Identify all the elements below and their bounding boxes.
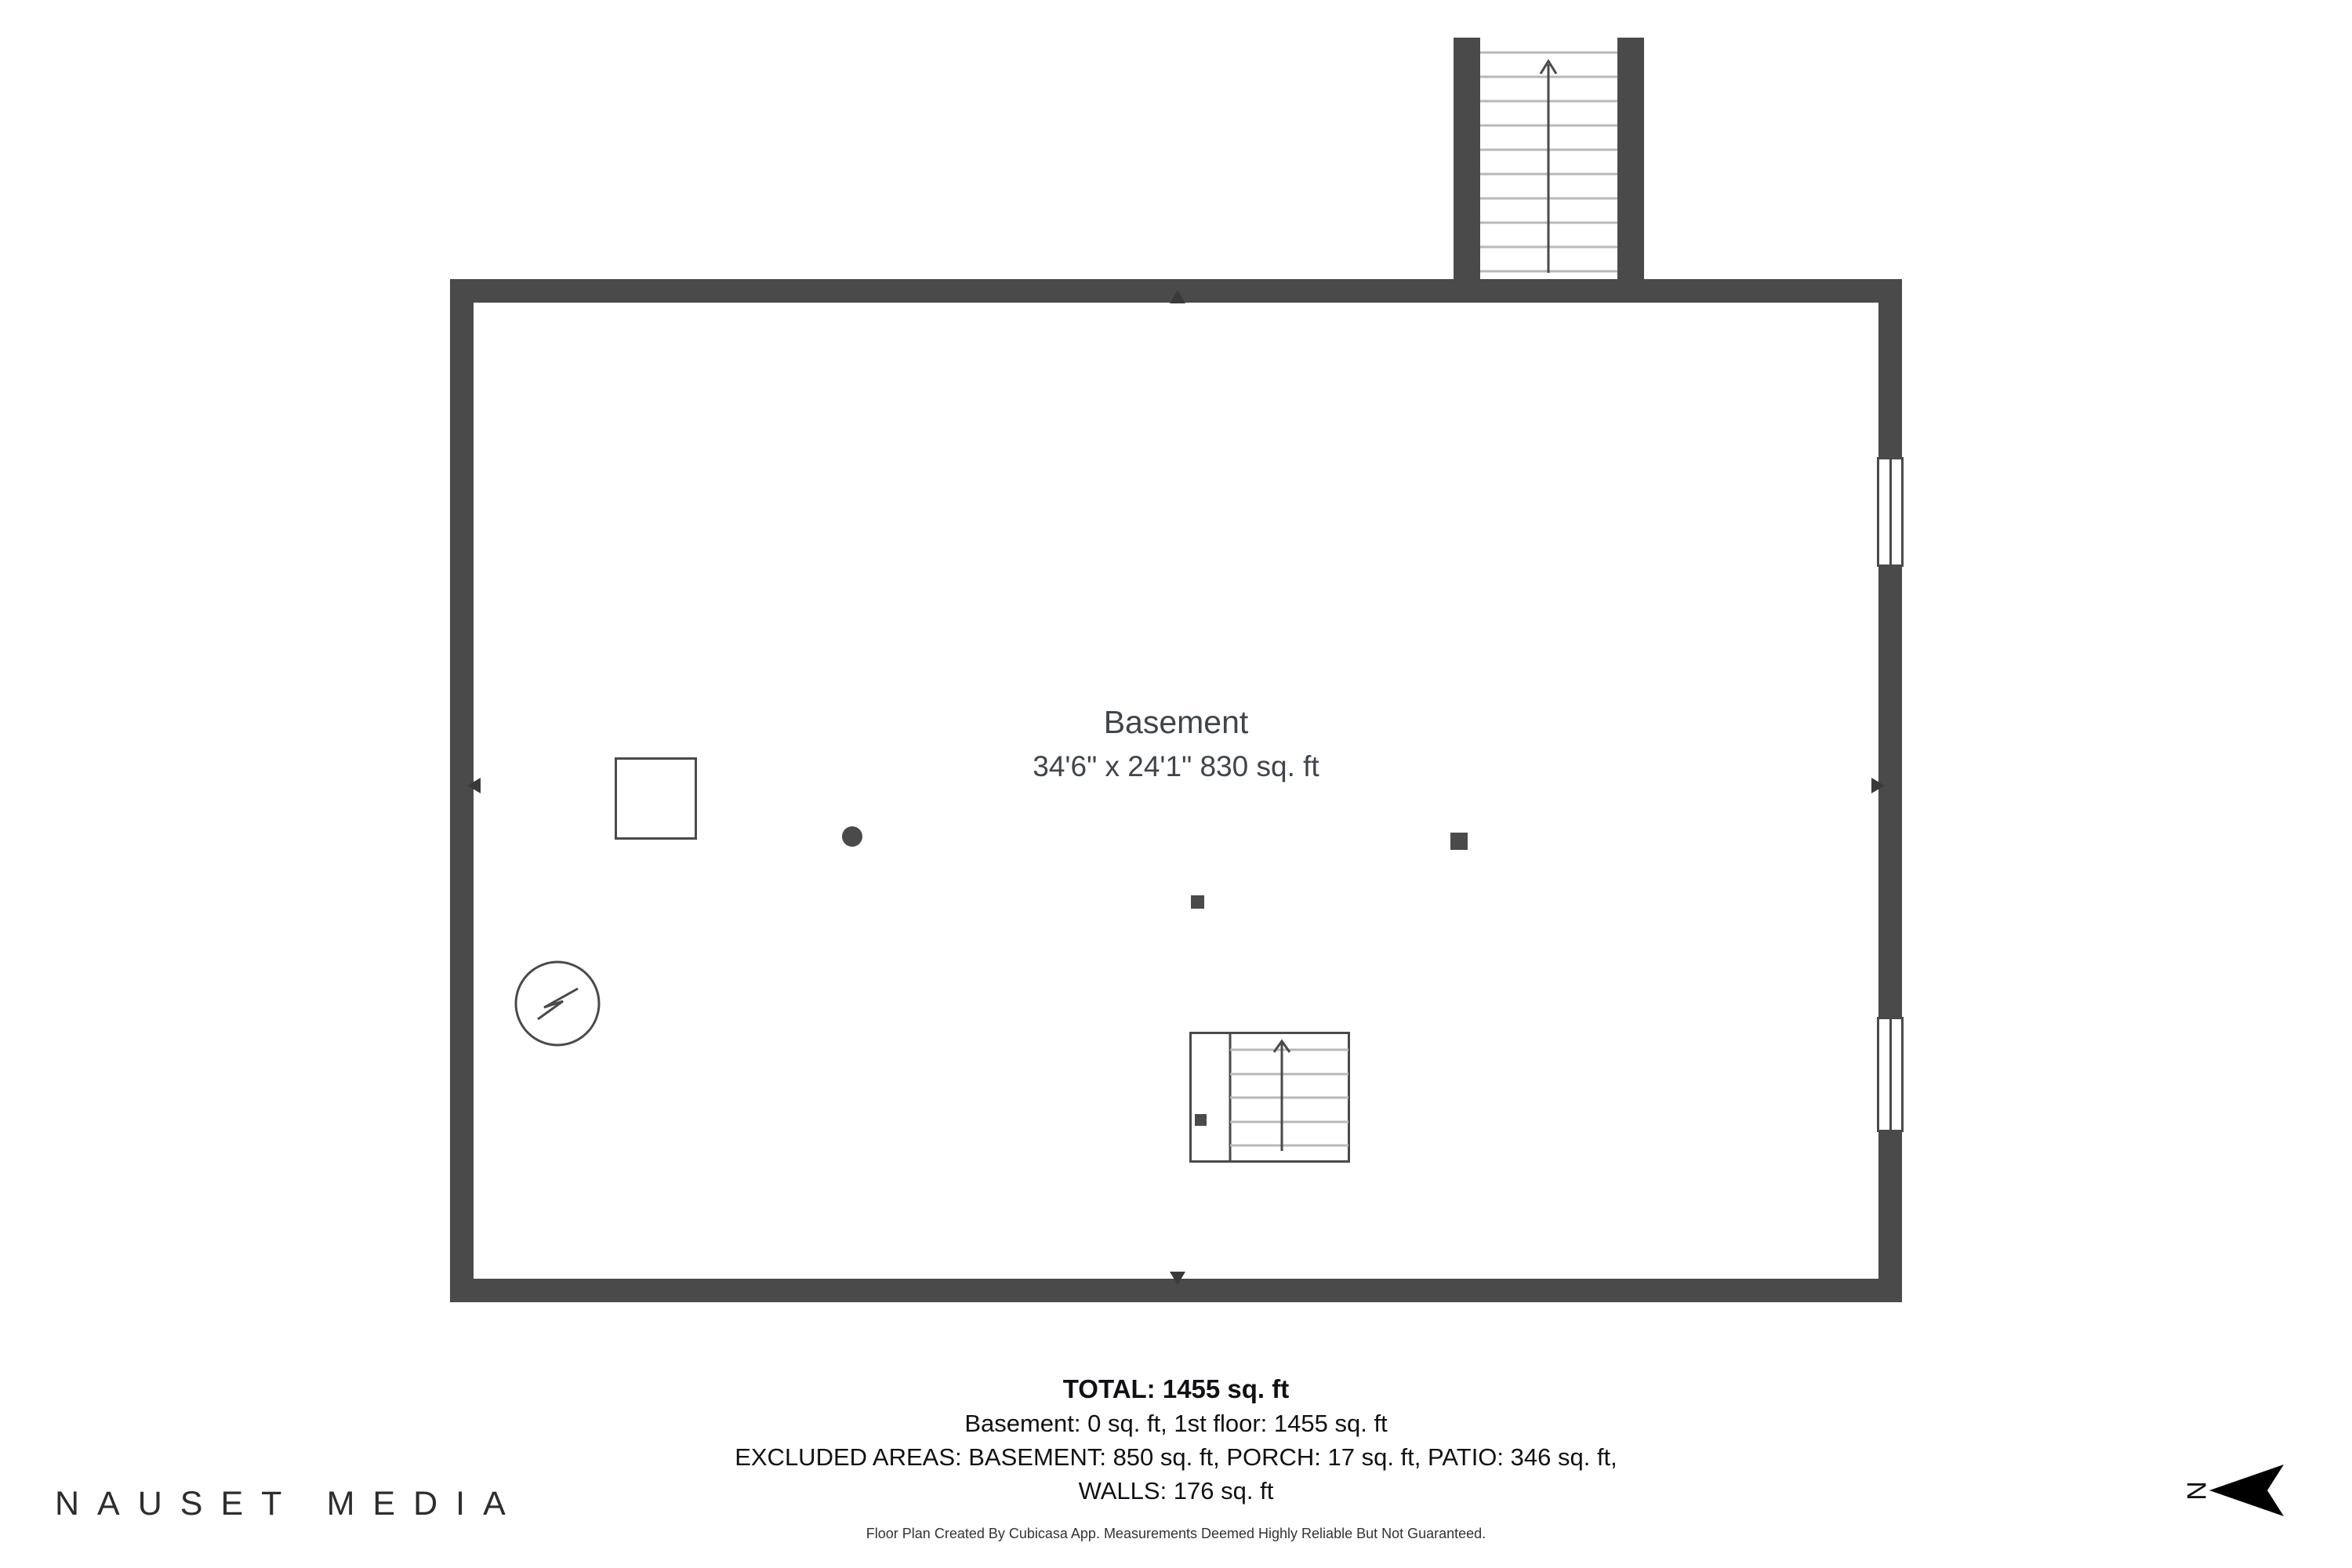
- support-post-dot: [842, 826, 862, 847]
- summary-block: TOTAL: 1455 sq. ft Basement: 0 sq. ft, 1…: [392, 1374, 1960, 1542]
- stair-enclosure-wall-right: [1617, 38, 1644, 279]
- window-right-lower: [1877, 1017, 1904, 1132]
- summary-disclaimer: Floor Plan Created By Cubicasa App. Meas…: [866, 1526, 1486, 1541]
- support-post-square-2: [1191, 895, 1204, 909]
- electrical-symbol-icon: [514, 960, 601, 1047]
- wall-marker-left-icon: [467, 778, 481, 793]
- stairs-up-icon-top: [1480, 51, 1617, 273]
- room-dimensions: 34'6" x 24'1" 830 sq. ft: [1033, 750, 1319, 782]
- summary-excluded-2: WALLS: 176 sq. ft: [1078, 1477, 1274, 1504]
- window-right-upper: [1877, 457, 1904, 567]
- stair-enclosure-wall-left: [1454, 38, 1480, 279]
- compass: N: [2181, 1465, 2284, 1516]
- window-glass-line: [1889, 1019, 1892, 1130]
- north-arrow-shape: [2209, 1465, 2284, 1516]
- wall-marker-bottom-icon: [1170, 1272, 1185, 1285]
- room-label: Basement 34'6" x 24'1" 830 sq. ft: [784, 704, 1568, 783]
- room-name: Basement: [1103, 704, 1249, 740]
- north-arrow-icon: [2209, 1465, 2284, 1516]
- support-post-square-3: [1195, 1114, 1207, 1126]
- compass-north-label: N: [2180, 1480, 2211, 1501]
- wall-marker-top-icon: [1170, 290, 1185, 303]
- summary-floors: Basement: 0 sq. ft, 1st floor: 1455 sq. …: [964, 1410, 1388, 1437]
- fixture-square-outline: [615, 757, 697, 840]
- summary-total: TOTAL: 1455 sq. ft: [1062, 1374, 1290, 1403]
- support-post-square-1: [1450, 833, 1468, 850]
- stairs-up-icon-interior: [1189, 1032, 1350, 1163]
- stair-direction-arrow: [1272, 1039, 1291, 1151]
- electrical-symbol-flash: [537, 987, 579, 1021]
- stair-direction-arrow: [1539, 59, 1558, 273]
- summary-excluded-1: EXCLUDED AREAS: BASEMENT: 850 sq. ft, PO…: [735, 1443, 1617, 1471]
- wall-marker-right-icon: [1871, 778, 1885, 793]
- window-glass-line: [1889, 459, 1892, 564]
- electrical-symbol-circle: [514, 960, 601, 1047]
- brand-logo: NAUSET MEDIA: [55, 1485, 524, 1523]
